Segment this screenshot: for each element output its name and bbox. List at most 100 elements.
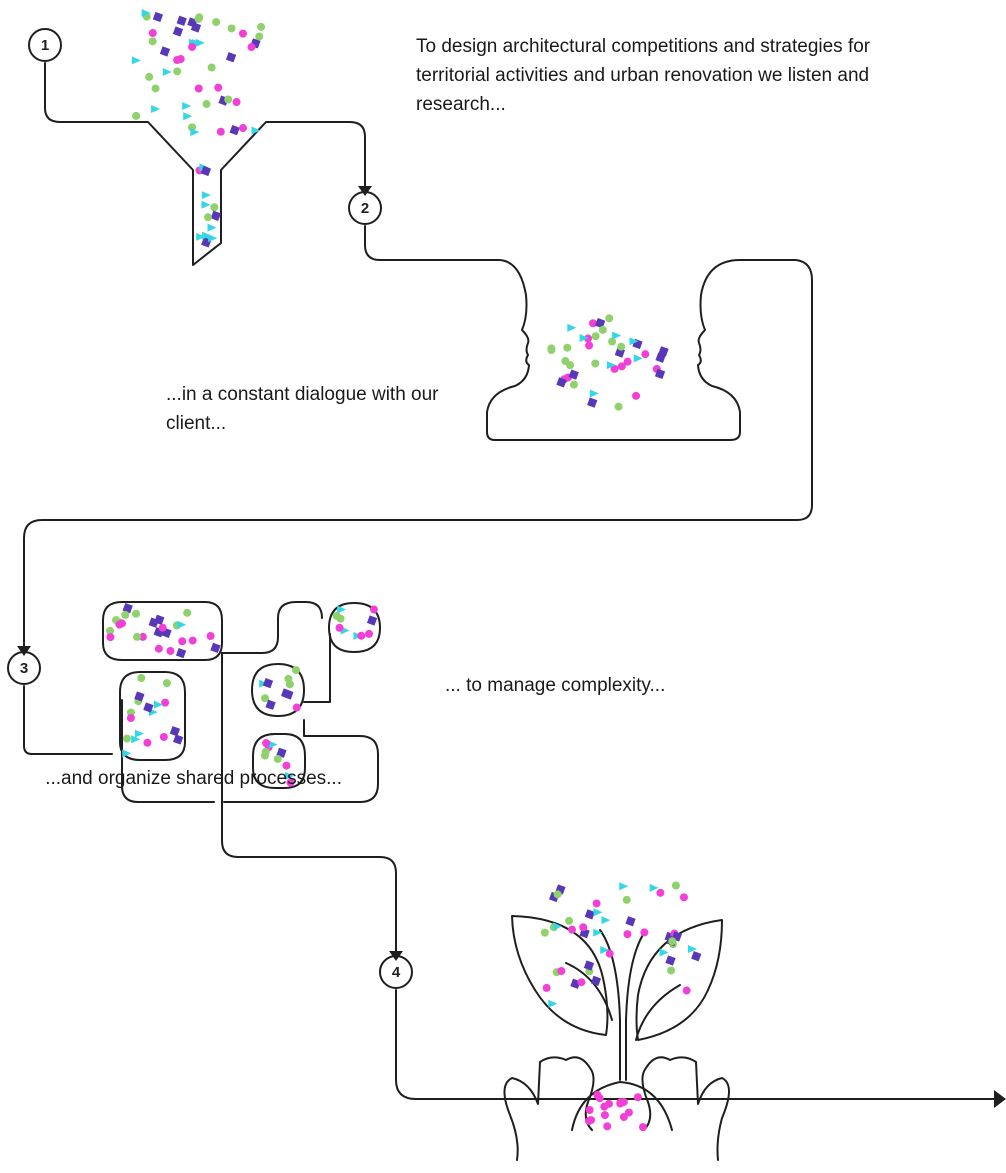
particle-dot [542,983,551,992]
particle-square [122,603,133,614]
particle-dot [584,334,593,343]
particle-dot [553,890,562,899]
particle-square [691,951,702,962]
particle-square [556,377,567,388]
particle-square [175,648,187,659]
particle-triangle [629,337,639,346]
particle-dot [143,738,152,747]
flow-line-1 [44,62,366,266]
particle-square [583,960,595,971]
particle-dot [591,332,600,341]
particle-square [568,369,579,380]
particle-triangle [182,102,192,111]
particle-triangle [196,232,206,241]
particle-dot [162,679,171,688]
particle-dot [608,337,617,346]
particle-triangle [601,916,611,925]
particle-dot [641,350,650,359]
particle-dot [126,708,135,717]
particle-triangle [593,908,603,917]
particle-square [159,46,171,57]
capsule-top-left [102,601,223,661]
plant-stem [599,929,621,1081]
capsule-small-top [328,602,381,653]
particle-triangle [687,944,697,953]
particle-triangle [201,191,211,200]
leaf-left [511,915,609,1036]
particle-dot [569,380,578,389]
particle-dot [563,343,572,352]
particle-triangle [579,334,589,343]
particle-triangle [593,928,603,937]
soil-mound [571,1081,673,1131]
particle-dot [216,127,225,136]
particle-square [210,210,221,221]
particle-dot [132,111,141,120]
step-1-caption: To design architectural competitions and… [416,36,871,115]
particle-square [134,691,145,702]
particle-dot [247,43,256,52]
particle-dot [132,609,141,618]
particle-triangle [122,749,132,758]
particle-triangle [162,68,172,77]
particle-dot [619,1112,628,1121]
particle-dot [656,888,665,897]
particle-square [152,11,164,23]
particle-square [225,52,237,63]
flow-line-2 [23,225,813,649]
particle-square [143,702,154,713]
particle-triangle [251,126,261,135]
particle-dot [148,29,157,38]
particle-dot [212,18,221,27]
particle-dot [610,364,619,373]
particle-triangle [567,323,577,332]
particle-triangle [131,56,141,65]
svg-text:1: 1 [41,37,49,54]
particle-dot [540,928,549,937]
flow-line-3 [23,685,113,755]
particle-triangle [659,948,669,957]
particle-dot [148,37,157,46]
particle-square [281,688,292,699]
particle-dot [585,1105,594,1114]
step-4-caption: ...and organize shared processes... [45,768,342,789]
particle-dot [188,42,197,51]
svg-text:2: 2 [361,200,369,217]
particle-dot [667,966,676,975]
particle-dot [210,203,219,212]
arrow-head-icon [994,1090,1006,1108]
particle-dot [335,623,344,632]
hand-right [641,1056,730,1161]
step-badge-3: 3 [7,651,41,685]
flow-line-3b [221,601,323,654]
particle-square [210,642,221,653]
particle-dot [238,29,247,38]
particle-dot [579,923,588,932]
particle-square [200,165,212,177]
particle-dot [207,63,216,72]
particle-dot [623,930,632,939]
particle-dot [286,778,295,787]
particle-dot [557,966,566,975]
particle-dot [121,610,130,619]
particle-dot [154,644,163,653]
particle-square [154,614,165,625]
particle-dot [668,937,677,946]
particle-dot [357,631,366,640]
particle-dot [126,714,135,723]
particle-square [587,397,598,408]
particle-square [655,352,666,363]
particle-dot [633,1093,642,1102]
particle-dot [284,674,293,683]
particle-dot [623,357,632,366]
particle-triangle [548,999,558,1008]
particle-triangle [183,112,193,121]
particle-dot [591,359,600,368]
particle-dot [158,623,167,632]
particle-triangle [606,361,616,370]
particle-dot [632,391,641,400]
particle-triangle [208,234,218,243]
particle-triangle [612,331,622,340]
particle-square [584,909,596,920]
